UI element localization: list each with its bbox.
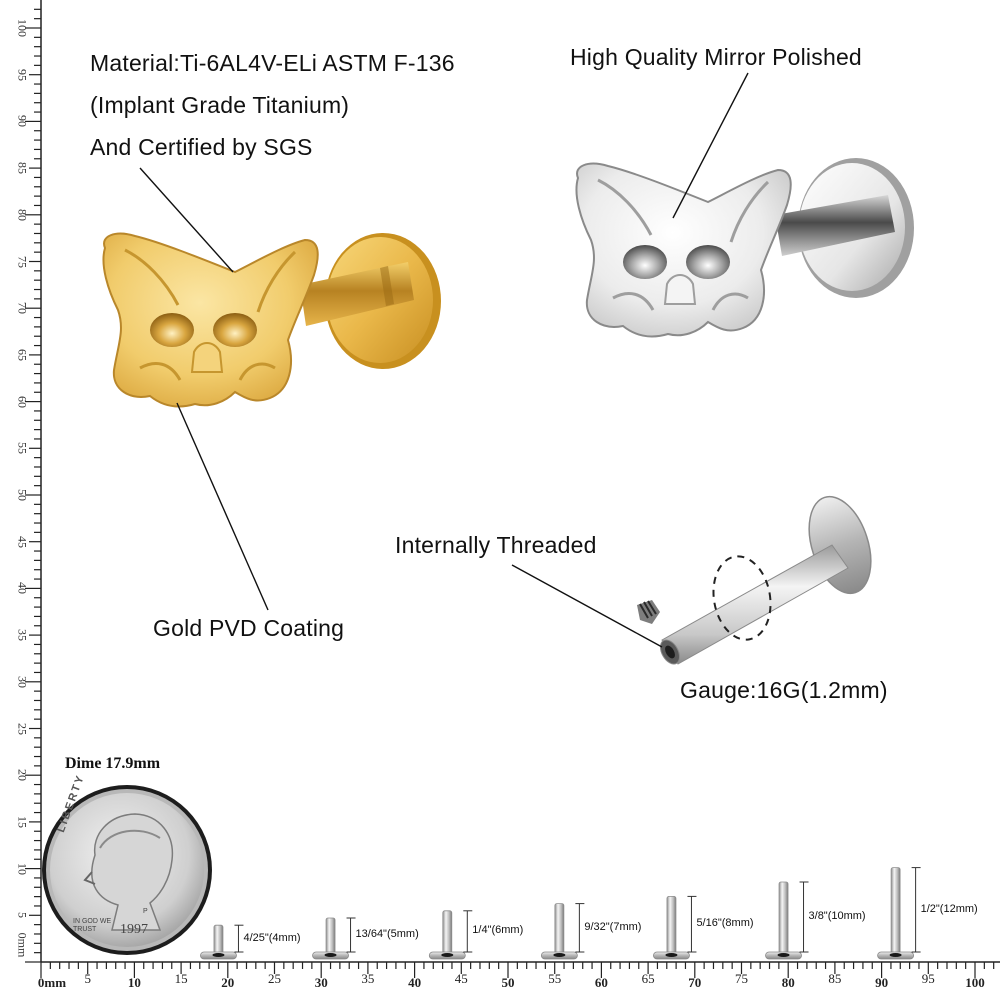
certification-label: And Certified by SGS — [90, 134, 313, 160]
post-length-label: 9/32"(7mm) — [584, 920, 642, 933]
polish-leader-line — [672, 72, 749, 219]
coin-year: 1997 — [120, 922, 148, 937]
material-sub-label: (Implant Grade Titanium) — [90, 92, 350, 118]
labret-post — [200, 924, 244, 960]
post-shaft — [778, 881, 789, 955]
silver-bulldog-face — [575, 162, 792, 338]
post-disc-center — [665, 953, 678, 957]
post-shaft — [213, 924, 224, 955]
horizontal-ruler-label: 60 — [594, 975, 608, 990]
threading-leader-line — [511, 564, 663, 648]
labret-post — [428, 910, 473, 960]
horizontal-ruler-label: 25 — [268, 971, 281, 986]
gold-bulldog-face — [102, 232, 319, 408]
polish-label: High Quality Mirror Polished — [570, 44, 862, 70]
silver-post — [775, 195, 895, 256]
threaded-labret — [660, 495, 872, 665]
gauge-label: Gauge:16G(1.2mm) — [680, 677, 888, 703]
post-length-label: 3/8"(10mm) — [808, 910, 866, 922]
horizontal-ruler-label: 95 — [921, 971, 935, 986]
horizontal-ruler-label: 50 — [501, 975, 515, 990]
threading-label: Internally Threaded — [395, 532, 597, 558]
horizontal-ruler-label: 10 — [127, 975, 141, 990]
labret-post — [877, 867, 921, 960]
horizontal-ruler-label: 20 — [221, 975, 235, 990]
horizontal-ruler-label: 70 — [688, 975, 702, 990]
coin-mint: P — [143, 908, 148, 915]
horizontal-ruler-label: 40 — [408, 975, 422, 990]
post-length-label: 1/4"(6mm) — [472, 924, 524, 937]
labret-post — [765, 881, 809, 960]
coating-leader-line — [176, 402, 269, 611]
post-length-label: 4/25"(4mm) — [243, 931, 301, 944]
labret-post — [653, 895, 697, 960]
leader-lines — [139, 72, 749, 648]
post-shaft — [554, 903, 565, 955]
horizontal-ruler-label: 35 — [361, 971, 375, 986]
gold-post — [300, 262, 414, 326]
horizontal-ruler-label: 65 — [641, 971, 655, 986]
post-shaft — [325, 917, 336, 955]
horizontal-ruler-label: 85 — [828, 971, 842, 986]
horizontal-ruler-label: 100 — [965, 975, 985, 990]
post-length-label: 13/64"(5mm) — [355, 928, 419, 940]
thread-highlight-circle — [712, 555, 772, 641]
horizontal-ruler-label: 75 — [735, 971, 748, 986]
post-shaft — [442, 910, 453, 955]
horizontal-ruler-label: 90 — [875, 975, 889, 990]
horizontal-ruler-unit-label: 0mm — [37, 975, 67, 990]
material-leader-line — [139, 167, 234, 273]
coin-motto: IN GOD WE TRUST — [73, 918, 112, 933]
post-length-label: 1/2"(12mm) — [920, 902, 978, 915]
post-shaft — [666, 896, 677, 955]
horizontal-ruler-label: 15 — [174, 971, 188, 986]
labret-post — [312, 917, 356, 960]
horizontal-ruler-label: 30 — [314, 975, 328, 990]
horizontal-ruler-label: 45 — [454, 971, 468, 986]
horizontal-ruler-label: 80 — [781, 975, 795, 990]
thread-screw-icon — [637, 600, 660, 624]
coin-portrait — [91, 813, 174, 931]
post-disc-center — [553, 953, 566, 957]
post-disc-center — [212, 953, 225, 957]
post-length-label: 5/16"(8mm) — [696, 917, 754, 930]
post-disc-center — [441, 953, 454, 957]
horizontal-ruler-label: 55 — [548, 971, 562, 986]
dime-label: Dime 17.9mm — [65, 755, 161, 772]
dime-coin — [42, 785, 212, 955]
material-label: Material:Ti-6AL4V-ELi ASTM F-136 — [90, 50, 455, 76]
labret-post — [540, 903, 585, 960]
post-disc-center — [324, 953, 337, 957]
coating-label: Gold PVD Coating — [153, 615, 345, 641]
post-shaft — [890, 867, 901, 955]
horizontal-ruler-label: 5 — [84, 971, 91, 986]
post-disc-center — [889, 953, 902, 957]
post-disc-center — [777, 953, 790, 957]
